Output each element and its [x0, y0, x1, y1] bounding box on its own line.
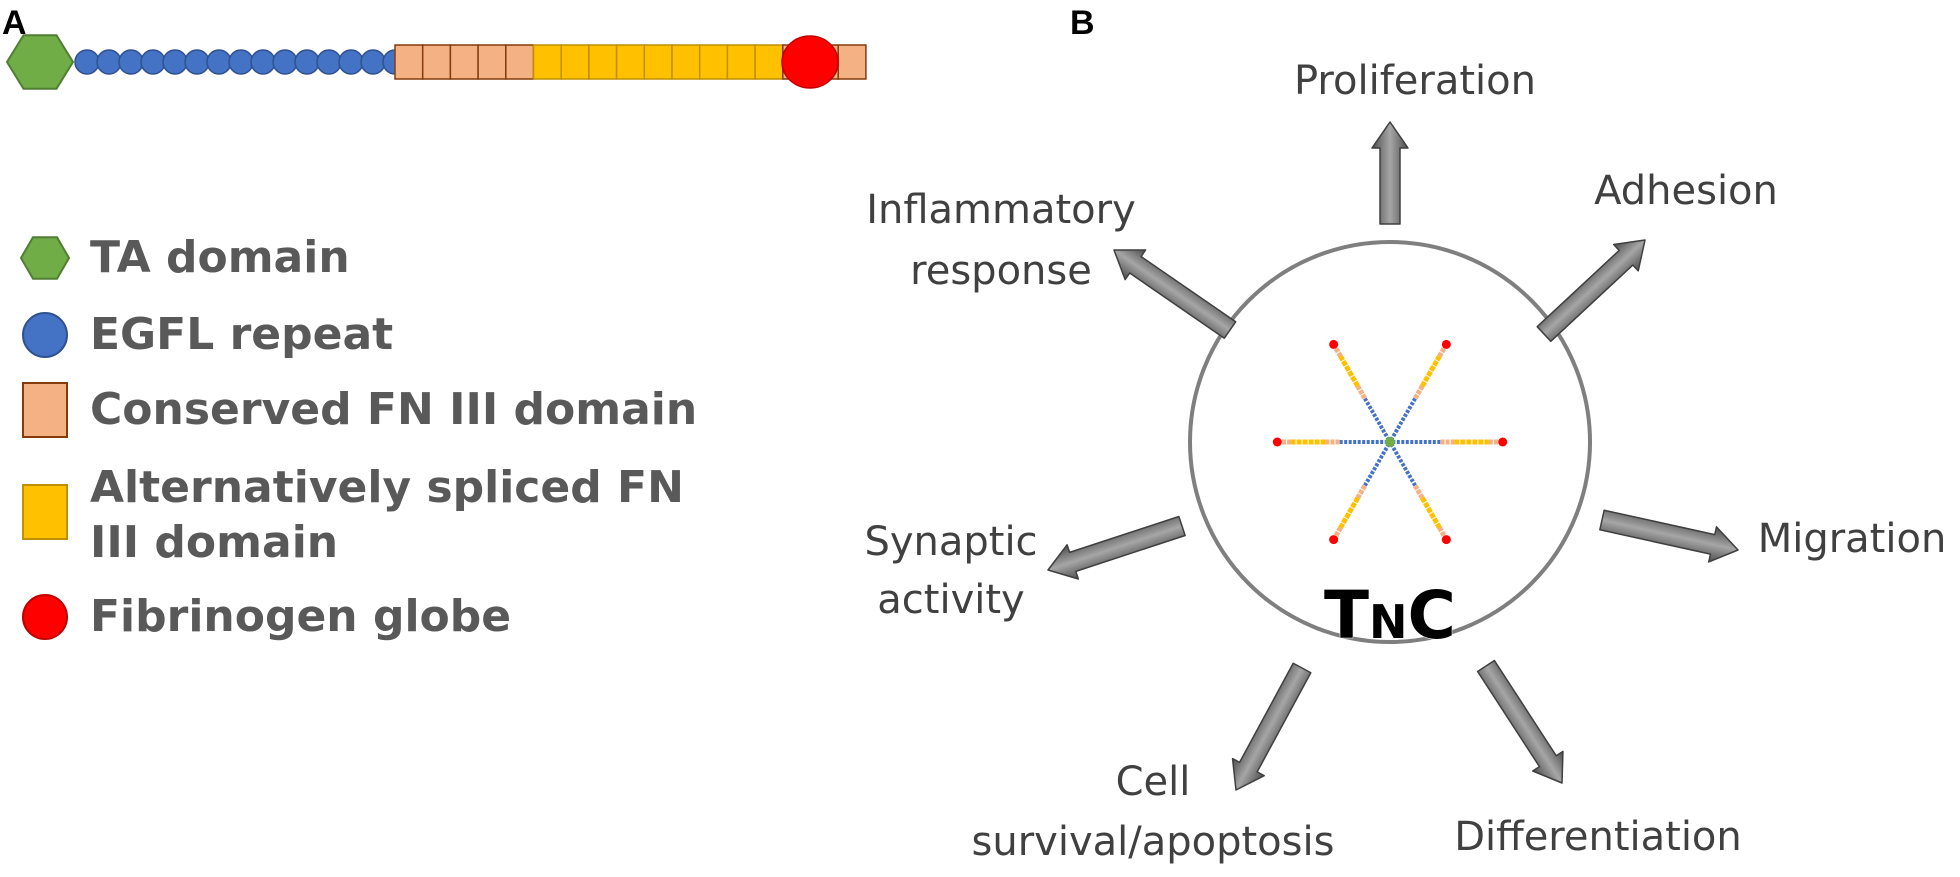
arrow-inflammatory-response: [1113, 249, 1237, 339]
legend-item: EGFL repeat: [22, 309, 393, 360]
alt-spliced-fn3-box: [560, 44, 590, 80]
arrow-migration: [1599, 509, 1739, 563]
arm-globe: [1272, 437, 1282, 447]
egfl-repeat-circle: [228, 49, 254, 75]
arrow-cell-survival: [1231, 662, 1312, 791]
alt-spliced-fn3-box: [532, 44, 562, 80]
label-migration: Migration: [1758, 516, 1947, 562]
legend-label: EGFL repeat: [90, 309, 393, 360]
function-arrows: [1047, 121, 1739, 791]
tnc-label-c: C: [1408, 577, 1456, 654]
alt-spliced-fn3-box: [615, 44, 646, 80]
tnc-label-t: T: [1324, 577, 1369, 654]
conserved-fn3-box: [477, 44, 507, 80]
hexabrachion-arm: [1329, 442, 1391, 545]
arm-globe: [1441, 535, 1451, 545]
arm-globe: [1329, 339, 1339, 349]
legend-item: Fibrinogen globe: [22, 591, 511, 642]
hexabrachion-arm: [1329, 339, 1391, 442]
label-proliferation: Proliferation: [1294, 58, 1536, 104]
legend-circle-icon: [22, 312, 68, 358]
arm-globe: [1441, 339, 1451, 349]
ta-domain-hexagon: [5, 34, 75, 90]
conserved-fn3-box: [505, 44, 535, 80]
arrow-differentiation: [1476, 659, 1564, 784]
conserved-fn3-box: [837, 44, 867, 80]
tnc-label-n: N: [1369, 595, 1408, 649]
legend-square-icon: [22, 484, 68, 540]
legend-item: TA domain: [19, 232, 350, 283]
egfl-repeat-circle: [74, 49, 100, 75]
egfl-repeat-circle: [162, 49, 188, 75]
legend-label: TA domain: [90, 232, 350, 283]
egfl-repeat-circle: [118, 49, 144, 75]
arrow-synaptic-activity: [1047, 515, 1186, 580]
alt-spliced-fn3-box: [754, 44, 784, 80]
legend-label: Conserved FN III domain: [90, 384, 697, 435]
egfl-repeat-circle: [294, 49, 320, 75]
hexabrachion-arm: [1272, 437, 1388, 447]
legend-label: III domain: [90, 517, 338, 568]
tnc-monomer-structure: [5, 34, 867, 90]
arm-globe: [1329, 535, 1339, 545]
egfl-repeat-circle: [316, 49, 342, 75]
legend-label: Alternatively spliced FN: [90, 462, 684, 513]
egfl-repeat-circle: [206, 49, 232, 75]
tnc-hexabrachion: [1272, 339, 1508, 545]
hexabrachion-arm: [1389, 339, 1451, 442]
hexabrachion-arm: [1392, 437, 1508, 447]
hexabrachion-core: [1385, 437, 1395, 447]
egfl-repeat-circle: [250, 49, 276, 75]
legend-item: Conserved FN III domain: [22, 382, 697, 438]
label-adhesion: Adhesion: [1594, 168, 1778, 214]
egfl-repeat-circle: [272, 49, 298, 75]
legend-label: Fibrinogen globe: [90, 591, 511, 642]
arrow-adhesion: [1536, 239, 1646, 343]
egfl-repeat-circle: [360, 49, 386, 75]
egfl-repeat-circle: [338, 49, 364, 75]
legend-circle-icon: [22, 594, 68, 640]
egfl-repeat-circle: [140, 49, 166, 75]
legend-square-icon: [22, 382, 68, 438]
alt-spliced-fn3-box: [643, 44, 673, 80]
egfl-repeat-circle: [96, 49, 122, 75]
fibrinogen-globe: [781, 35, 839, 89]
conserved-fn3-box: [449, 44, 479, 80]
conserved-fn3-box: [394, 44, 424, 80]
function-labels: ProliferationAdhesionMigrationDifferenti…: [864, 58, 1946, 865]
egfl-repeat-circle: [184, 49, 210, 75]
conserved-fn3-box: [421, 44, 452, 80]
alt-spliced-fn3-box: [671, 44, 701, 80]
hexabrachion-arm: [1389, 442, 1451, 545]
arm-globe: [1498, 437, 1508, 447]
alt-spliced-fn3-box: [588, 44, 618, 80]
arrow-proliferation: [1371, 121, 1409, 225]
alt-spliced-fn3-box: [726, 44, 756, 80]
label-differentiation: Differentiation: [1454, 814, 1742, 860]
tnc-label: TNC: [1324, 577, 1456, 654]
legend-hexagon-icon: [19, 236, 71, 280]
alt-spliced-fn3-box: [698, 44, 729, 80]
panel-label-b: B: [1070, 4, 1095, 42]
